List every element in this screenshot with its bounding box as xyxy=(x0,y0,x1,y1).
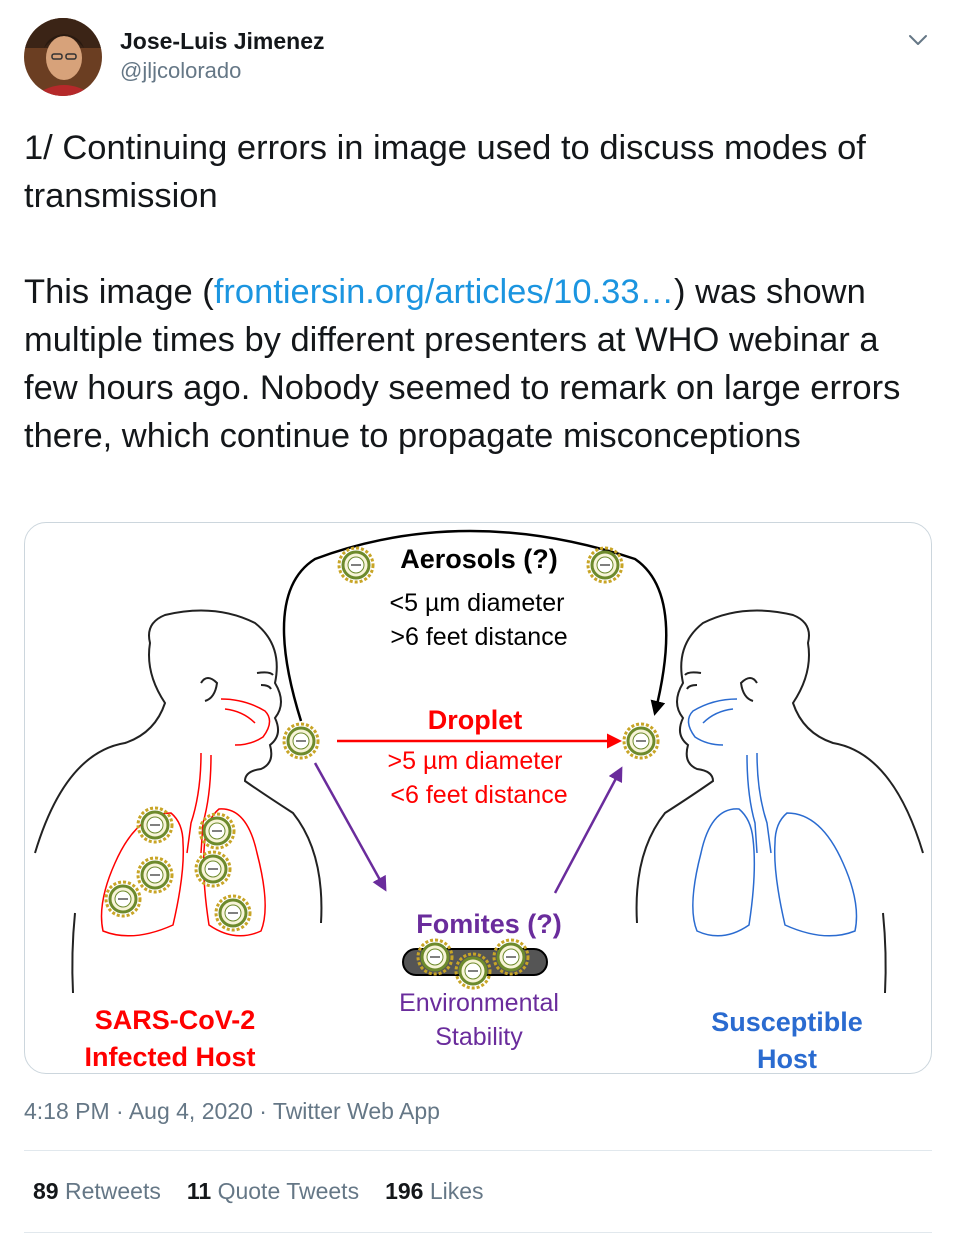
meta-separator: · xyxy=(109,1098,129,1124)
droplet-size: >5 µm diameter xyxy=(388,747,563,775)
infected-host-figure xyxy=(34,609,323,994)
tweet-line1: 1/ Continuing errors in image used to di… xyxy=(24,129,876,215)
aerosols-size: <5 µm diameter xyxy=(390,589,565,617)
tweet-meta: 4:18 PM · Aug 4, 2020 · Twitter Web App xyxy=(24,1098,440,1125)
tweet-date[interactable]: Aug 4, 2020 xyxy=(128,1098,253,1124)
virus-icon xyxy=(104,546,660,932)
tweet-time[interactable]: 4:18 PM xyxy=(24,1098,110,1124)
infected-host-label-line1: SARS-CoV-2 xyxy=(95,1005,256,1035)
retweets-count: 89 xyxy=(33,1178,59,1204)
tweet-source[interactable]: Twitter Web App xyxy=(272,1098,440,1124)
likes-stat[interactable]: 196 Likes xyxy=(385,1178,483,1205)
tweet-image[interactable]: Aerosols (?) <5 µm diameter >6 feet dist… xyxy=(24,522,932,1074)
article-link[interactable]: frontiersin.org/articles/10.33… xyxy=(213,273,675,311)
droplet-distance: <6 feet distance xyxy=(390,781,567,809)
chevron-down-icon[interactable] xyxy=(904,26,932,54)
fomites-line2: Stability xyxy=(435,1023,523,1051)
transmission-diagram: Aerosols (?) <5 µm diameter >6 feet dist… xyxy=(34,529,924,1074)
quote-tweets-count: 11 xyxy=(186,1178,212,1204)
likes-label: Likes xyxy=(429,1178,484,1204)
fomites-line1: Environmental xyxy=(399,989,559,1017)
fomite-up-arrow xyxy=(553,766,623,894)
avatar[interactable] xyxy=(24,18,102,96)
infected-host-label-line2: Infected Host xyxy=(84,1042,255,1072)
aerosol-arrow xyxy=(282,529,668,722)
susceptible-host-label-line2: Host xyxy=(757,1044,817,1074)
meta-separator: · xyxy=(252,1098,273,1124)
retweets-stat[interactable]: 89 Retweets xyxy=(33,1178,161,1205)
divider xyxy=(24,1150,932,1151)
aerosols-distance: >6 feet distance xyxy=(390,623,567,651)
aerosols-title: Aerosols (?) xyxy=(400,544,558,574)
likes-count: 196 xyxy=(385,1178,424,1204)
fomites-title: Fomites (?) xyxy=(416,909,562,939)
susceptible-host-figure xyxy=(635,609,924,994)
author-handle[interactable]: @jljcolorado xyxy=(120,58,242,83)
quote-tweets-stat[interactable]: 11 Quote Tweets xyxy=(187,1178,359,1205)
susceptible-host-label-line1: Susceptible xyxy=(711,1007,863,1037)
tweet-text-after-link: ) was shown multiple times by different … xyxy=(24,273,910,455)
tweet-stats: 89 Retweets 11 Quote Tweets 196 Likes xyxy=(33,1178,510,1205)
divider xyxy=(24,1232,932,1233)
retweets-label: Retweets xyxy=(64,1178,161,1204)
quote-tweets-label: Quote Tweets xyxy=(217,1178,360,1204)
tweet-text-before-link: This image ( xyxy=(24,273,214,311)
author-name[interactable]: Jose-Luis Jimenez xyxy=(120,28,325,54)
susceptible-lungs xyxy=(687,698,858,937)
fomite-surface xyxy=(402,938,548,990)
tweet-text: 1/ Continuing errors in image used to di… xyxy=(24,124,934,460)
fomite-down-arrow xyxy=(313,762,387,892)
droplet-title: Droplet xyxy=(428,705,523,735)
